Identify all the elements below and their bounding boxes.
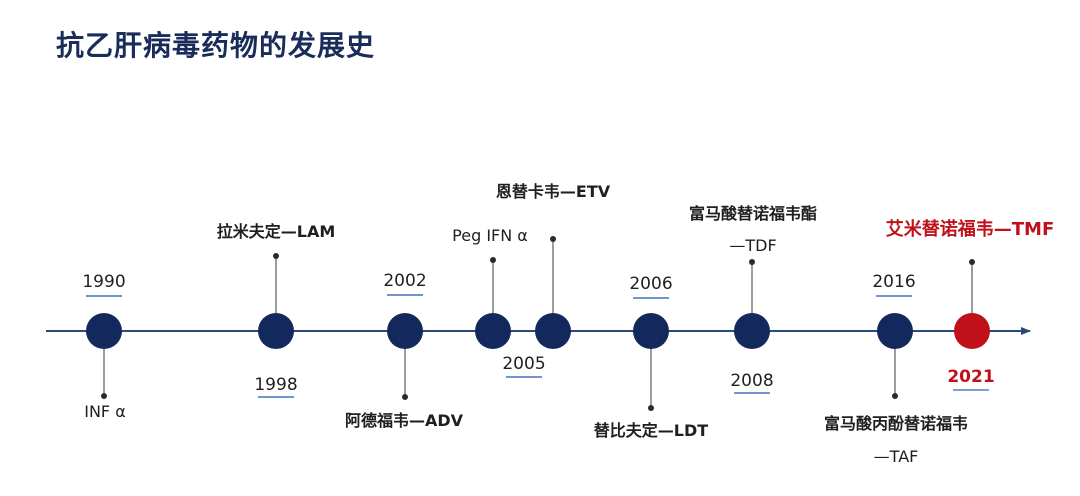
year-label-2021: 2021: [947, 367, 995, 387]
year-underline: [633, 297, 669, 299]
year-underline: [86, 295, 122, 297]
connector-dot-e1998: [273, 253, 279, 259]
drug-label-lam: 拉米夫定—LAM: [216, 222, 336, 241]
connector-dot-e2021: [969, 259, 975, 265]
connector-dot-e1990: [101, 393, 107, 399]
page-title: 抗乙肝病毒药物的发展史: [56, 29, 376, 62]
connector-dot-e2005a: [490, 257, 496, 263]
drug-label-taf-line1: 富马酸丙酚替诺福韦: [823, 414, 969, 433]
drug-label-etv: 恩替卡韦—ETV: [495, 182, 611, 201]
connector-dot-e2008: [749, 259, 755, 265]
year-label-2002: 2002: [383, 271, 427, 291]
drug-label-peg-ifn: Peg IFN α: [452, 226, 528, 245]
connector-dot-e2005b: [550, 236, 556, 242]
drug-label-tdf-line1: 富马酸替诺福韦酯: [688, 204, 818, 223]
drug-label-tdf-line2: —TDF: [729, 236, 777, 255]
year-underline: [506, 376, 542, 378]
year-label-1990: 1990: [82, 272, 126, 292]
drug-label-inf-alpha: INF α: [84, 402, 126, 421]
connector-dot-e2016: [892, 393, 898, 399]
connector-dot-e2006: [648, 405, 654, 411]
timeline-node-e1998: [258, 313, 294, 349]
drug-label-adv: 阿德福韦—ADV: [344, 411, 464, 430]
year-label-2006: 2006: [629, 274, 673, 294]
drug-label-taf-line2: —TAF: [873, 447, 919, 466]
drug-label-ldt: 替比夫定—LDT: [593, 421, 709, 440]
timeline-node-e2021: [954, 313, 990, 349]
timeline-node-e1990: [86, 313, 122, 349]
year-underline: [734, 392, 770, 394]
timeline-node-e2005b: [535, 313, 571, 349]
timeline-node-e2016: [877, 313, 913, 349]
year-underline: [387, 294, 423, 296]
year-label-2005: 2005: [502, 354, 546, 374]
timeline-node-e2006: [633, 313, 669, 349]
year-underline: [953, 389, 989, 391]
timeline-node-e2005a: [475, 313, 511, 349]
connector-dot-e2002: [402, 394, 408, 400]
timeline-node-e2008: [734, 313, 770, 349]
timeline-node-e2002: [387, 313, 423, 349]
year-label-2008: 2008: [730, 371, 774, 391]
year-underline: [258, 396, 294, 398]
year-underline: [876, 295, 912, 297]
drug-label-tmf: 艾米替诺福韦—TMF: [885, 219, 1055, 240]
year-label-2016: 2016: [872, 272, 916, 292]
year-label-1998: 1998: [254, 375, 298, 395]
